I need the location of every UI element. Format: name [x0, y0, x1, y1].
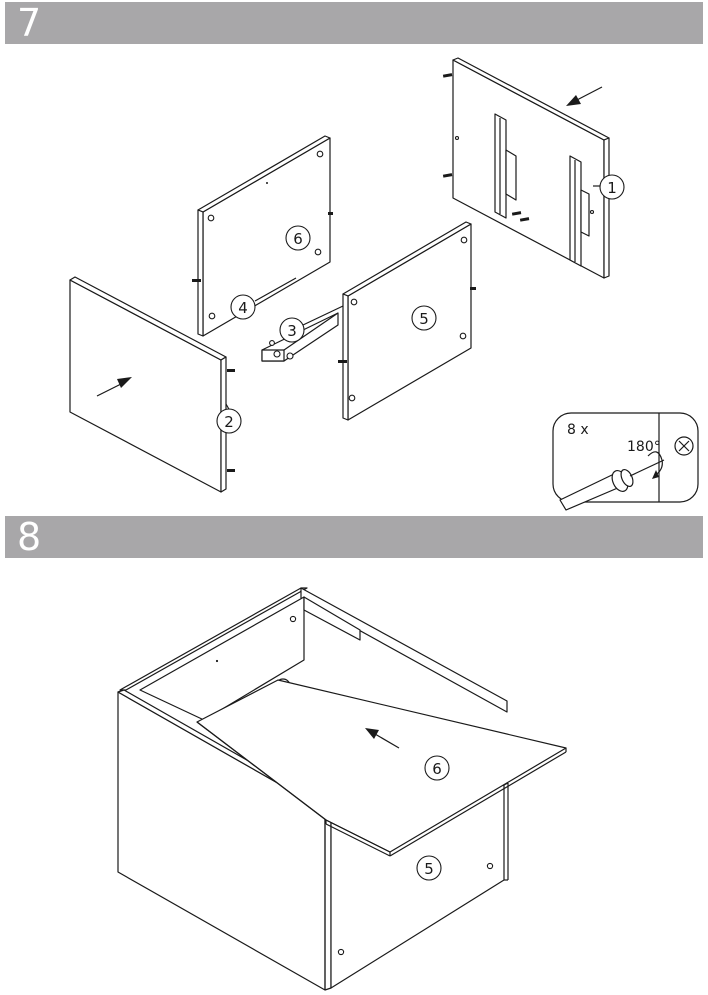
callout-6: 6: [424, 755, 450, 781]
svg-text:1: 1: [607, 179, 617, 197]
step-number: 8: [17, 515, 42, 559]
callout-6: 6: [285, 225, 311, 251]
svg-text:5: 5: [419, 310, 429, 328]
svg-text:5: 5: [424, 860, 434, 878]
panel-6-top: [196, 679, 567, 857]
quantity-label: 8 x: [567, 422, 589, 438]
callout-1: 1: [599, 174, 625, 200]
svg-text:4: 4: [238, 299, 248, 317]
panel-2: [69, 276, 235, 493]
step-7-header: 7: [5, 2, 703, 44]
arrow-icon: [365, 728, 400, 749]
arrow-icon: [566, 86, 603, 106]
rotation-label: 180°: [627, 439, 661, 455]
svg-text:6: 6: [432, 760, 442, 778]
arrow-icon: [96, 377, 132, 397]
panel-5: [338, 221, 476, 421]
panel-6: [192, 135, 333, 337]
panel-1: [442, 57, 610, 279]
cam-lock-detail: 8 x 180°: [552, 412, 699, 511]
callout-5: 5: [416, 855, 442, 881]
svg-text:3: 3: [287, 322, 297, 340]
step-number: 7: [17, 1, 42, 45]
svg-text:6: 6: [293, 230, 303, 248]
step-8-header: 8: [5, 516, 703, 558]
callout-4: 4: [230, 294, 256, 320]
svg-text:2: 2: [224, 413, 234, 431]
callout-2: 2: [216, 408, 242, 434]
callout-3: 3: [279, 317, 305, 343]
callout-5: 5: [411, 305, 437, 331]
